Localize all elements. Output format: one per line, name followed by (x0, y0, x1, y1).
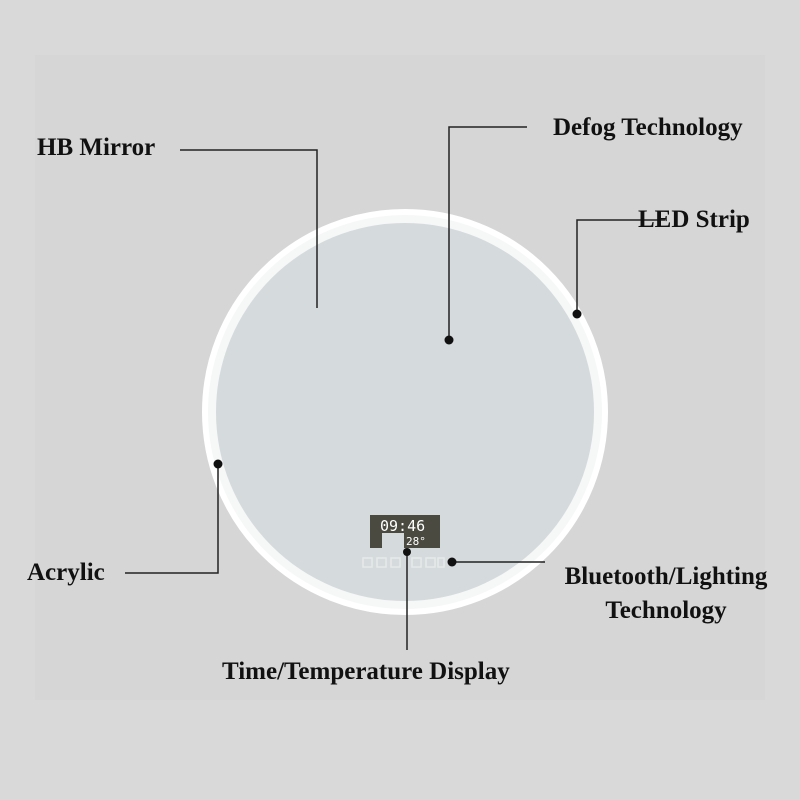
display-time: 09:46 (380, 517, 425, 535)
label-bluetooth-line2: Technology (605, 597, 727, 624)
label-defog: Defog Technology (553, 114, 743, 141)
label-led-strip: LED Strip (638, 206, 750, 233)
label-bluetooth: Bluetooth/Lighting Technology (540, 564, 792, 623)
mirror-surface (216, 223, 594, 601)
display-screen: 09:46 28° (370, 515, 440, 548)
leader-dots (213, 309, 582, 567)
touch-buttons (362, 557, 445, 568)
label-display: Time/Temperature Display (222, 658, 510, 685)
label-bluetooth-line1: Bluetooth/Lighting (564, 563, 768, 590)
leader-lines (125, 126, 665, 650)
label-acrylic: Acrylic (27, 559, 105, 586)
display-temperature: 28° (406, 535, 426, 548)
label-hb-mirror: HB Mirror (37, 134, 156, 161)
